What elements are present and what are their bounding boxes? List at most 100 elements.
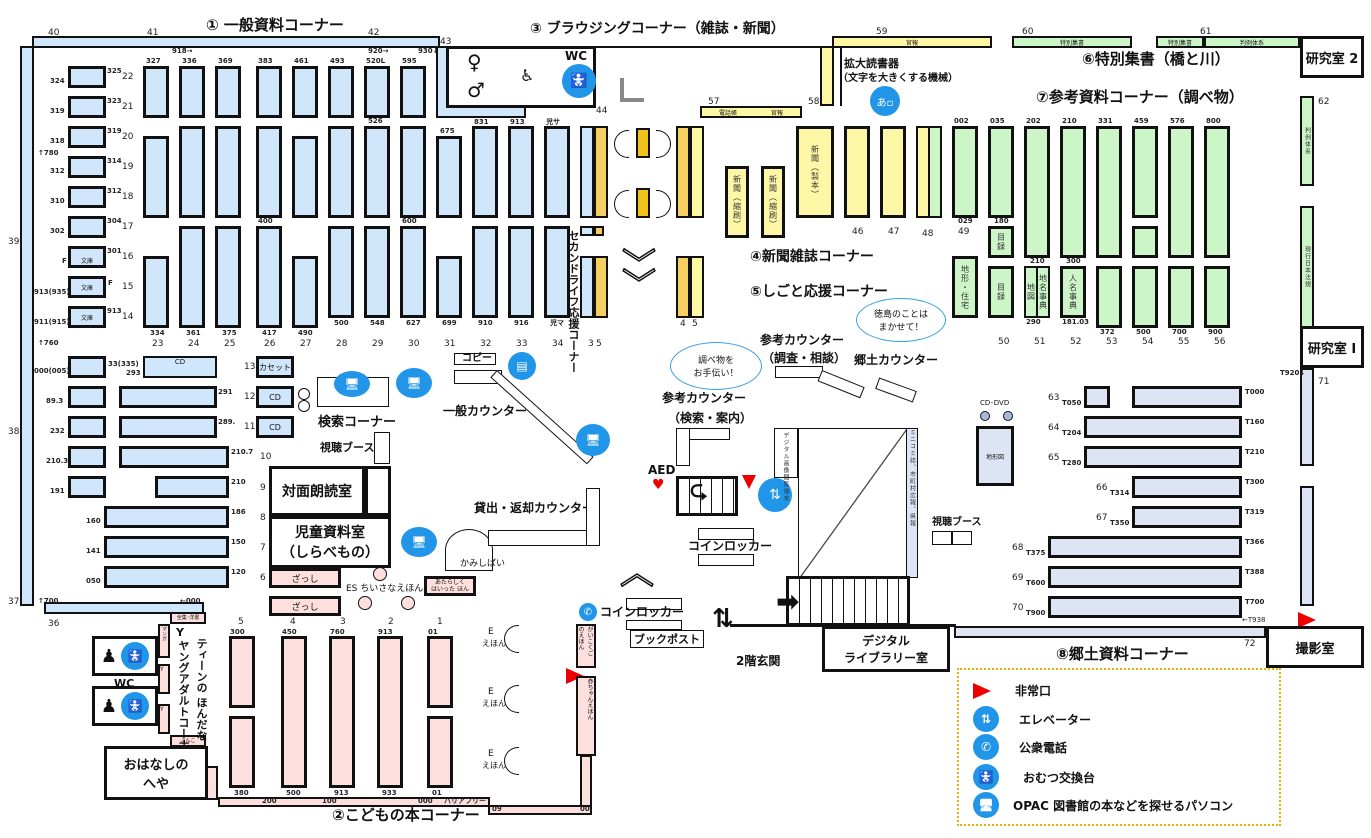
class-627: 627: [406, 319, 421, 327]
coin-locker-2b[interactable]: [626, 620, 682, 630]
reading-chair: [614, 190, 629, 218]
copy-label: コピー: [462, 353, 492, 364]
newspaper-bound-shelf: 新聞（製本）: [796, 126, 834, 218]
opac-icon[interactable]: 🖥: [401, 527, 437, 557]
reading-room: 対面朗読室: [269, 466, 365, 516]
local-newspaper-shelf: [690, 126, 704, 218]
shelf-num-30: 30: [408, 339, 420, 349]
current-law-shelf: 現行日本法規: [1300, 206, 1314, 328]
wall-num-60: 60: [1022, 27, 1034, 37]
shelf-31-bottom: [436, 256, 462, 318]
legend-opac: 🖥 OPAC 図書館の本などを探せるパソコン: [973, 792, 1233, 818]
class-493: 493: [330, 57, 345, 65]
section-job-title: ⑤しごと応援コーナー: [750, 284, 888, 300]
ll-class-210-3: 210.3: [46, 457, 69, 465]
ll-marker-700: ↑700: [38, 597, 59, 605]
kids-class-450: 450: [282, 628, 297, 636]
local-num-65: 65: [1048, 453, 1060, 463]
section-special-title: ⑥特別集書（橋と川）: [1082, 50, 1230, 68]
section-newspaper-title: ④新聞雑誌コーナー: [750, 249, 874, 265]
local-num-69: 69: [1012, 573, 1024, 583]
ll-class-232: 232: [50, 427, 65, 435]
diaper-icon: 🚼: [973, 764, 999, 790]
shelf-34-bottom: [544, 226, 570, 318]
kids-class-01b: 01: [432, 789, 442, 797]
shelf-30-bottom: [400, 226, 426, 318]
section-browsing-title: ③ ブラウジングコーナー（雑誌・新聞）: [530, 21, 785, 37]
local-counter[interactable]: [875, 377, 917, 403]
ref-num-55: 55: [1178, 337, 1190, 347]
ref-class-181: 181.03: [1062, 318, 1090, 326]
wall-num-59: 59: [876, 27, 888, 37]
shelf-27-top: [292, 66, 318, 118]
terrain-map-label: 地形図: [985, 453, 1004, 461]
barrier-free-label: バリアフリー: [444, 797, 486, 805]
ref-class-459: 459: [1134, 117, 1149, 125]
shelf-20: [68, 126, 106, 148]
class-336: 336: [182, 57, 197, 65]
kanpo-shelf-top: 官報: [832, 36, 992, 48]
ref-counter-consult-2: [817, 370, 865, 399]
av-booth-2a: [932, 531, 952, 545]
phone-book-shelf: 電話帳官報: [700, 106, 802, 118]
kids-shelf-1-bottom: [427, 716, 453, 788]
av-booth-label-2: 視聴ブース: [932, 517, 982, 528]
digital-terminal-label: デジタル画像閲覧端末: [782, 432, 789, 502]
class-913: 913: [510, 118, 525, 126]
elevator-icon[interactable]: ⇅: [758, 478, 792, 512]
local-num-66: 66: [1096, 483, 1108, 493]
ref-counter-search-v: [676, 428, 690, 466]
ref-num-56: 56: [1214, 337, 1226, 347]
lending-counter-label: 貸出・返却カウンター: [474, 501, 595, 515]
kids-magazine-label: ざっし: [291, 602, 319, 613]
digital-library-room: デジタル ライブラリー室: [822, 626, 950, 672]
ref-num-48: 48: [922, 229, 934, 239]
e-marker: E: [488, 627, 494, 637]
cd-dvd-seat: [980, 411, 990, 421]
shelf-210: [155, 476, 229, 498]
aed-heart-icon[interactable]: ♥: [652, 477, 665, 493]
local-class-T388: T388: [1245, 568, 1265, 576]
local-class-T700: T700: [1245, 598, 1265, 606]
ll-class-000-005: 000(005): [34, 367, 70, 375]
right-class-301: 301: [107, 247, 122, 255]
local-shelf-71-a: [1300, 368, 1314, 466]
kids-wall-100: 100: [322, 797, 337, 805]
ll-marker-000: ←000: [180, 597, 201, 605]
exit-marker: [1298, 612, 1316, 628]
left-class-911-915: 911(915): [34, 318, 70, 326]
kids-num-1: 1: [437, 617, 443, 627]
book-post[interactable]: ブックポスト: [630, 630, 704, 648]
coin-locker-1a[interactable]: [698, 528, 754, 540]
baby-ehon-shelf: 赤ちゃんえほん: [576, 676, 596, 756]
phone-icon[interactable]: ✆: [579, 603, 597, 621]
elevator-icon: ⇅: [973, 706, 999, 732]
y-shelf-1: Y: [158, 664, 170, 694]
copy-icon: ▤: [508, 352, 536, 380]
shelf-21: [68, 96, 106, 118]
wall-num-72: 72: [1244, 639, 1256, 649]
shelf-33-mid: [508, 126, 534, 218]
ref-counter-consult[interactable]: [775, 366, 823, 378]
coin-locker-1b[interactable]: [698, 554, 754, 566]
opac-icon[interactable]: 🖥: [576, 424, 610, 456]
ll-class-33-335: 33(335): [108, 360, 139, 368]
left-num-16: 16: [122, 252, 134, 262]
special-collection-shelf-2: 特別集書: [1156, 36, 1204, 48]
shelf-num-23: 23: [152, 339, 164, 349]
coin-locker-2a[interactable]: [626, 598, 682, 610]
digital-terminal[interactable]: [774, 428, 798, 478]
right-class-325: 325: [107, 67, 122, 75]
ehon-label: えほん: [482, 639, 506, 648]
manga-shelf: マンガ: [158, 624, 170, 658]
wall-num-42: 42: [368, 28, 380, 38]
opac-icon[interactable]: 🖥: [334, 371, 370, 397]
local-wall-shelf-72: [954, 626, 1266, 638]
opac-icon[interactable]: 🖥: [396, 368, 432, 398]
ref-class-210: 210: [1062, 117, 1077, 125]
shelf-28-top: [328, 66, 354, 118]
shelf-23-bottom: [143, 256, 169, 328]
wall-num-36: 36: [48, 619, 60, 629]
magnifier-icon: あ▫: [870, 86, 900, 116]
shelf-cd-293: CD: [143, 356, 217, 378]
